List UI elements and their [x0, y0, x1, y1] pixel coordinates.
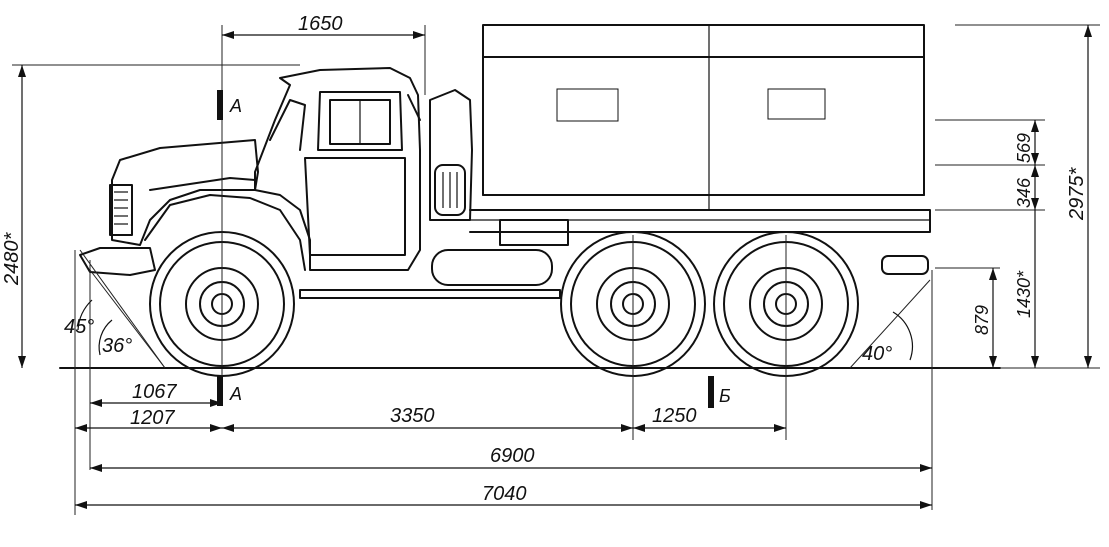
cargo-box [482, 24, 925, 210]
dim-label-2975: 2975* [1066, 167, 1088, 221]
spare-wheel-holder [407, 89, 569, 286]
dim-label-1207: 1207 [130, 407, 175, 429]
angle-label-45: 45° [64, 316, 94, 338]
dim-label-1430: 1430* [1014, 270, 1034, 318]
dimension-lines [12, 24, 1100, 515]
section-label-a-top: A [229, 96, 242, 116]
dim-label-7040: 7040 [482, 483, 527, 505]
angle-label-36: 36° [102, 335, 132, 357]
centerlines [221, 25, 787, 440]
section-marker-a-top [217, 90, 223, 120]
section-label-b-bottom: Б [719, 386, 731, 406]
dim-label-2480: 2480* [1, 232, 23, 286]
angle-label-40: 40° [862, 343, 892, 365]
section-marker-b-bottom [708, 376, 714, 408]
section-marker-a-bottom [217, 376, 223, 406]
section-markers [217, 90, 714, 408]
dim-label-3350: 3350 [390, 405, 435, 427]
truck-body [79, 24, 931, 377]
dim-label-6900: 6900 [490, 445, 535, 467]
dim-label-346: 346 [1014, 177, 1034, 208]
cab [254, 67, 421, 271]
cargo-window-left [556, 88, 619, 122]
dim-label-1650: 1650 [298, 13, 343, 35]
cargo-window-right [767, 88, 826, 120]
hood [79, 139, 306, 276]
dim-label-569: 569 [1014, 133, 1034, 163]
dim-label-879: 879 [972, 305, 992, 335]
labels: 1650 2480* 2975* 569 346 1430* 879 1067 … [1, 13, 1088, 505]
section-label-a-bottom: A [229, 384, 242, 404]
dim-label-1250: 1250 [652, 405, 697, 427]
dim-label-1067: 1067 [132, 381, 177, 403]
